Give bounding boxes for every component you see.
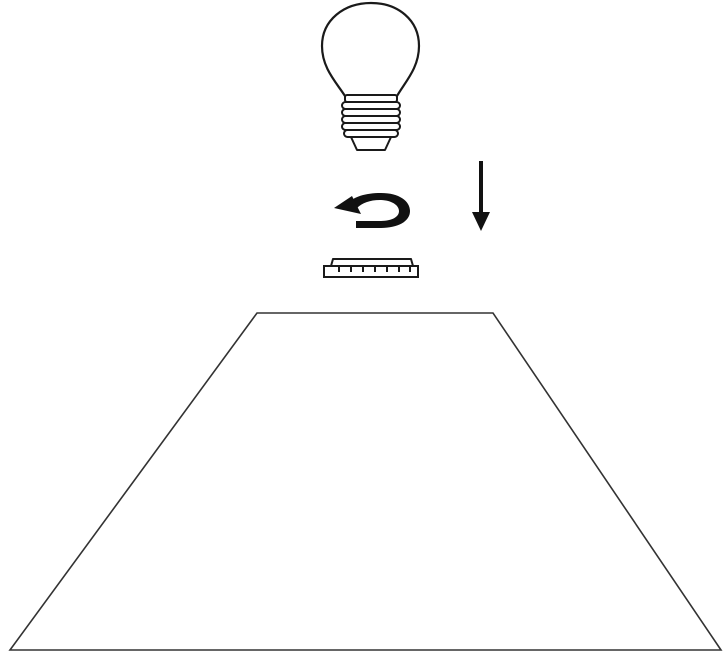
- lamp-shade: [10, 313, 721, 650]
- bulb-neck: [345, 95, 397, 102]
- ring-top: [331, 259, 413, 266]
- bulb-base-contact: [351, 137, 391, 150]
- rotate-counterclockwise-icon: [334, 193, 410, 228]
- down-arrow-icon: [472, 161, 490, 231]
- bulb-glass: [322, 3, 419, 96]
- light-bulb-icon: [322, 3, 419, 150]
- down-arrow-head: [472, 212, 490, 231]
- lamp-ring-icon: [324, 259, 418, 277]
- bulb-screw-threads: [342, 102, 400, 137]
